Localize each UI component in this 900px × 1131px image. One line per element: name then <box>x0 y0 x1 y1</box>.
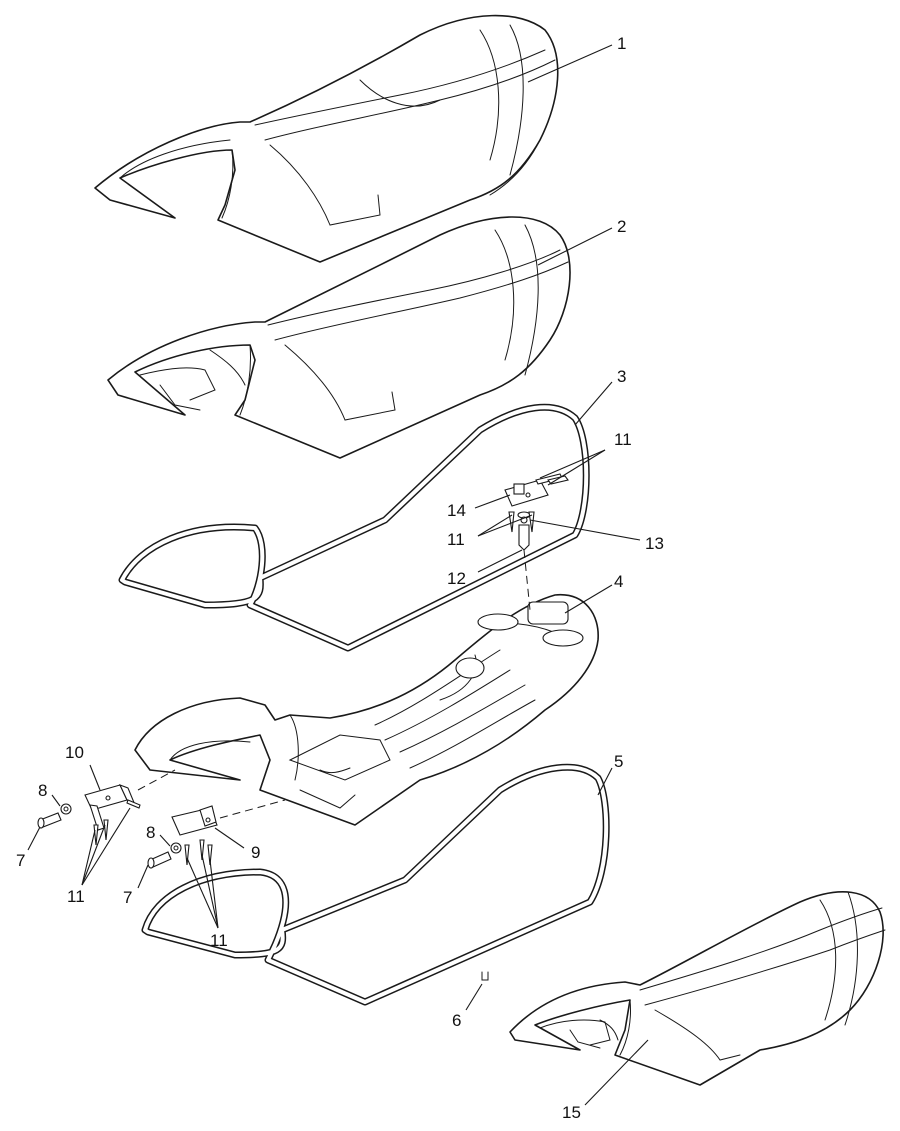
nut-part-8-left <box>60 803 72 815</box>
rivets-part-11-right <box>184 839 213 866</box>
callout-11-left: 11 <box>67 887 85 906</box>
nut-part-8-right <box>170 842 182 854</box>
alignment-line-latch <box>523 549 531 611</box>
clip-part-6 <box>481 971 489 981</box>
seat-complete-part-15 <box>509 891 886 1086</box>
callout-3: 3 <box>617 367 626 386</box>
callout-7-right: 7 <box>123 888 132 907</box>
alignment-line-left <box>137 769 176 791</box>
leader-lines <box>27 44 649 1106</box>
trim-ring-part-5 <box>141 763 610 1006</box>
latch-bracket-part-14 <box>504 473 569 507</box>
bracket-part-9 <box>171 805 218 836</box>
callout-numbers: 1 2 3 4 5 6 7 7 8 8 9 10 11 11 11 11 12 … <box>16 34 664 1122</box>
callout-2: 2 <box>617 217 626 236</box>
callout-15: 15 <box>562 1103 581 1122</box>
callout-1: 1 <box>617 34 626 53</box>
bolt-part-7-left <box>37 812 62 829</box>
seat-cover-part-1 <box>94 14 559 263</box>
callout-9: 9 <box>251 843 260 862</box>
callout-13: 13 <box>645 534 664 553</box>
callout-11-top: 11 <box>614 430 632 449</box>
bracket-part-10 <box>84 784 137 831</box>
callout-11-right: 11 <box>210 931 228 950</box>
alignment-line-right <box>219 799 286 819</box>
bolt-part-7-right <box>147 851 172 869</box>
seat-assembly-part-2 <box>107 216 571 459</box>
trim-ring-part-3 <box>118 403 590 652</box>
callout-12: 12 <box>447 569 466 588</box>
callout-4: 4 <box>614 572 623 591</box>
seat-base-part-4 <box>134 594 599 826</box>
callout-14: 14 <box>447 501 466 520</box>
callout-10: 10 <box>65 743 84 762</box>
callout-11-middle: 11 <box>447 530 465 549</box>
callout-5: 5 <box>614 752 623 771</box>
callout-6: 6 <box>452 1011 461 1030</box>
callout-8-right: 8 <box>146 823 155 842</box>
callout-7-left: 7 <box>16 851 25 870</box>
callout-8-left: 8 <box>38 781 47 800</box>
